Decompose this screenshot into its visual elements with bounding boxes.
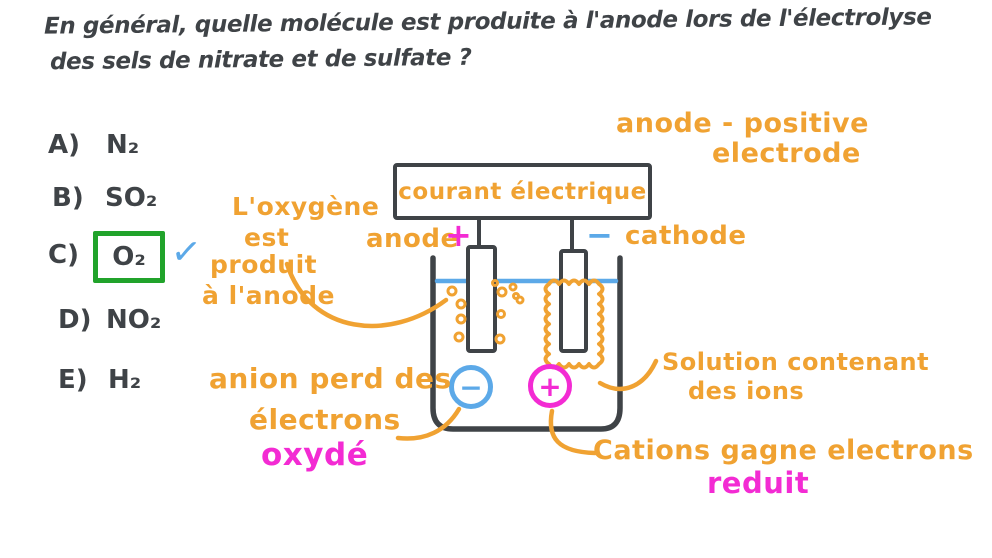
- cations-reduced-label: reduit: [707, 466, 810, 500]
- solution-annotation-arrow: [597, 358, 659, 392]
- oxygen-note-line-3: produit: [210, 250, 318, 279]
- oxygen-note-line-2: est: [244, 223, 290, 252]
- anode-positive-note-line-1: anode - positive: [616, 108, 869, 139]
- anion-minus-sign: −: [459, 370, 483, 404]
- solution-note-line-1: Solution contenant: [662, 348, 930, 376]
- oxygen-bubbles: [446, 279, 525, 345]
- checkmark-icon: ✓: [168, 230, 204, 275]
- anion-note-line-1: anion perd des: [209, 362, 452, 395]
- question-line-1: En général, quelle molécule est produite…: [43, 4, 932, 40]
- correct-answer-box: O₂: [93, 231, 165, 283]
- bubble: [512, 292, 520, 300]
- bubble: [453, 331, 465, 343]
- anode-label: anode: [366, 224, 459, 254]
- anode-electrode: [466, 245, 497, 353]
- bubble: [515, 295, 525, 305]
- power-supply-label: courant électrique: [398, 178, 647, 205]
- option-a-formula: N₂: [106, 130, 140, 160]
- question-line-2: des sels de nitrate et de sulfate ?: [49, 44, 472, 76]
- anion-note-line-2: électrons: [249, 403, 401, 436]
- option-b-letter: B): [52, 183, 84, 213]
- cathode-highlight-squiggle: [543, 278, 605, 370]
- power-supply-box: courant électrique: [393, 163, 652, 220]
- bubble: [496, 286, 508, 298]
- oxygen-note-line-1: L'oxygène: [232, 192, 380, 221]
- bubble: [508, 282, 518, 292]
- bubble: [455, 313, 467, 325]
- cations-annotation-arrow: [548, 408, 598, 456]
- option-c-letter: C): [48, 240, 79, 270]
- solution-note-line-2: des ions: [688, 377, 805, 405]
- bubble: [446, 285, 458, 297]
- anion-symbol-circle: −: [449, 365, 493, 409]
- option-e-formula: H₂: [108, 365, 142, 395]
- cathode-label: cathode: [625, 221, 747, 251]
- option-d-formula: NO₂: [106, 305, 162, 335]
- anion-oxidised-label: oxydé: [261, 437, 369, 473]
- option-b-formula: SO₂: [105, 183, 158, 213]
- bubble: [496, 309, 506, 319]
- bubble: [491, 279, 499, 287]
- cathode-electrode: [559, 249, 588, 353]
- bubble: [494, 333, 506, 345]
- cathode-minus-sign: −: [586, 216, 613, 254]
- option-a-letter: A): [48, 130, 81, 160]
- bubble: [455, 298, 467, 310]
- option-d-letter: D): [58, 305, 92, 335]
- option-e-letter: E): [58, 365, 88, 395]
- anode-plus-sign: +: [445, 216, 472, 254]
- cations-note-line-1: Cations gagne electrons: [593, 435, 974, 466]
- option-c-formula: O₂: [112, 242, 146, 272]
- cation-symbol-circle: +: [528, 364, 572, 408]
- cation-plus-sign: +: [538, 369, 562, 403]
- anode-positive-note-line-2: electrode: [712, 138, 861, 169]
- anion-annotation-arrow: [395, 406, 462, 441]
- oxygen-note-line-4: à l'anode: [202, 281, 335, 310]
